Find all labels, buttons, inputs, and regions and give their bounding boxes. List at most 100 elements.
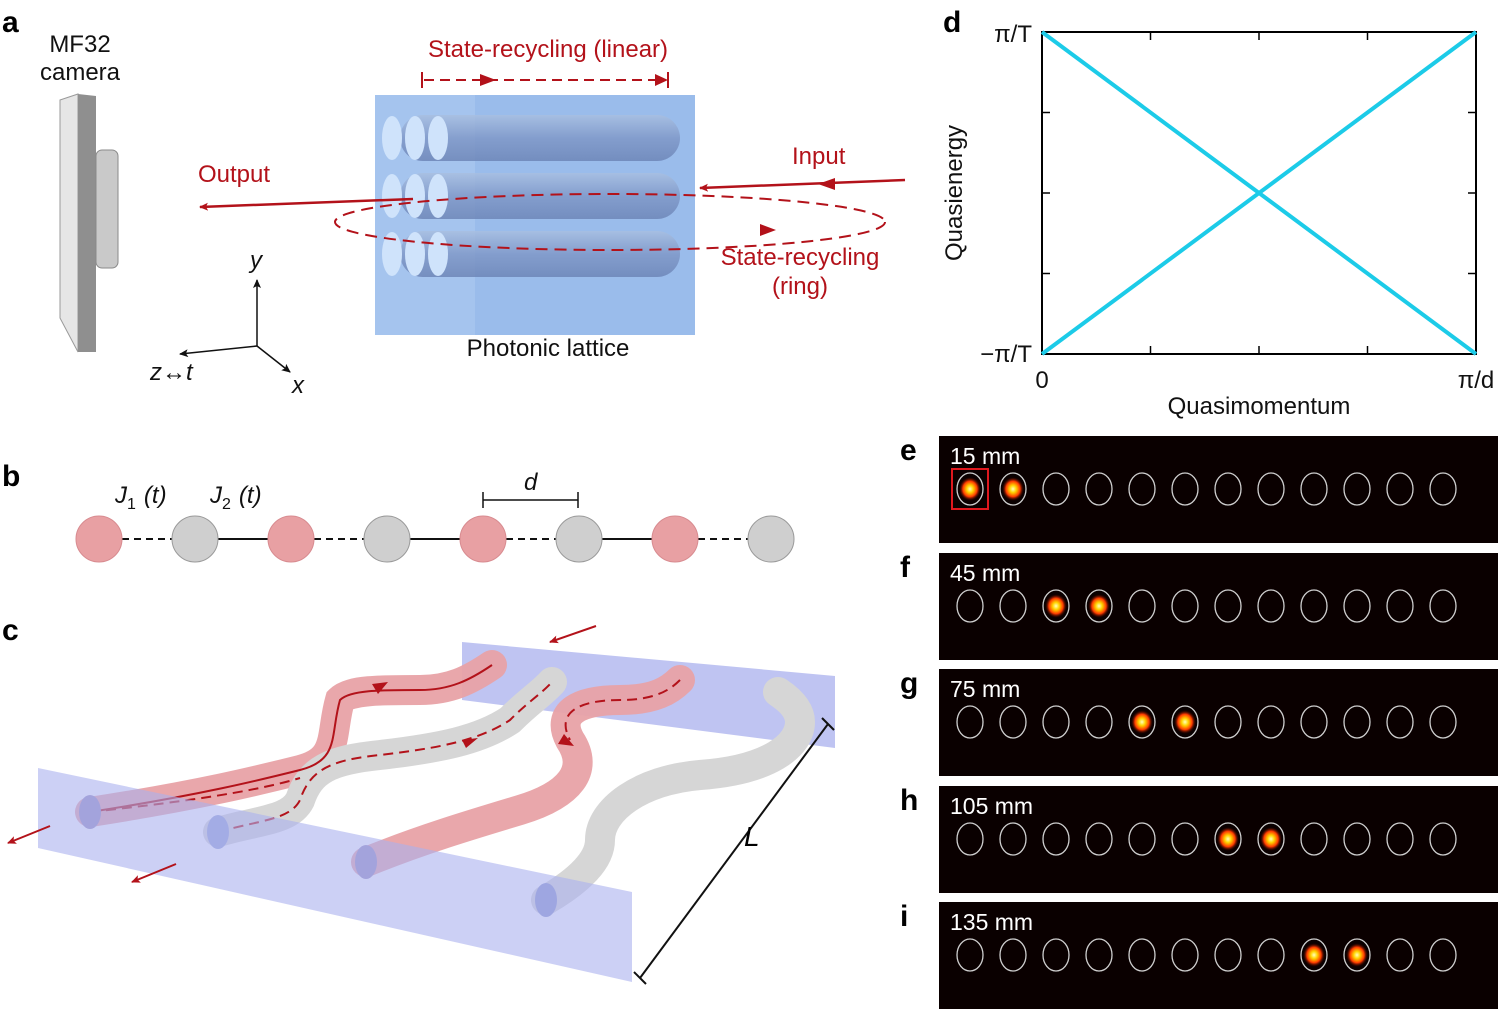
lattice-site xyxy=(747,515,795,563)
waveguide-outline xyxy=(1257,589,1285,623)
output-arrow-c-2 xyxy=(131,863,177,883)
waveguide-outline xyxy=(999,705,1027,739)
waveguide-outline xyxy=(1300,589,1328,623)
light-spot xyxy=(1131,710,1153,734)
camera-icon xyxy=(59,93,119,353)
waveguide-outline xyxy=(1386,472,1414,506)
waveguide-outline xyxy=(1171,938,1199,972)
panel-d-letter: d xyxy=(943,6,961,39)
camera-frame xyxy=(939,669,1498,776)
panel-c-letter: c xyxy=(2,614,19,647)
waveguide-outline xyxy=(1343,938,1371,972)
waveguide-outline xyxy=(1257,472,1285,506)
waveguide-outline xyxy=(1171,589,1199,623)
panel-a-letter: a xyxy=(2,6,19,39)
waveguide-outline xyxy=(956,472,984,506)
coordinate-axes xyxy=(179,279,291,373)
waveguide-outline xyxy=(1257,822,1285,856)
panel-b-letter: b xyxy=(2,460,20,493)
lattice-label: Photonic lattice xyxy=(467,335,630,362)
waveguide-outline xyxy=(1343,472,1371,506)
plot-ticks xyxy=(1042,32,1476,354)
waveguide-outline xyxy=(1386,589,1414,623)
light-spot xyxy=(959,477,981,501)
light-spot xyxy=(1174,710,1196,734)
waveguide-outline xyxy=(1128,938,1156,972)
output-arrow-c-1 xyxy=(7,825,51,844)
ring-recycling-arrowhead xyxy=(760,224,776,236)
waveguide-outline xyxy=(1300,705,1328,739)
tube-4 xyxy=(531,677,816,915)
waveguide-outline xyxy=(1429,589,1457,623)
y-tick-bottom: −π/T xyxy=(980,341,1032,368)
waveguide-outline xyxy=(1085,589,1113,623)
waveguide-outline xyxy=(1429,705,1457,739)
waveguide-outline xyxy=(1171,472,1199,506)
camera-frame xyxy=(939,436,1498,543)
panel-h-letter: h xyxy=(900,784,918,817)
camera-label-line1: MF32 xyxy=(49,31,110,58)
panel-a: a MF32 camera xyxy=(2,6,906,399)
coupling-j2-label: J2(t) xyxy=(209,482,262,513)
propagation-distance-label: 105 mm xyxy=(950,793,1033,819)
panel-g-letter: g xyxy=(900,667,918,700)
x-tick-right: π/d xyxy=(1458,367,1495,394)
lattice-site xyxy=(555,515,603,563)
waveguide-outline xyxy=(1042,938,1070,972)
y-axis-label: Quasienergy xyxy=(941,125,968,261)
length-label: L xyxy=(744,821,760,852)
series-line-2 xyxy=(1040,30,1478,356)
waveguide-outline xyxy=(999,938,1027,972)
panel-f-letter: f xyxy=(900,551,911,584)
lattice-site xyxy=(267,515,315,563)
waveguide-outline xyxy=(1171,705,1199,739)
light-spot xyxy=(1045,594,1067,618)
camera-label-line2: camera xyxy=(40,59,121,86)
waveguide-outline xyxy=(1214,705,1242,739)
waveguide-outline xyxy=(1214,822,1242,856)
light-spot xyxy=(1346,943,1368,967)
propagation-distance-label: 75 mm xyxy=(950,676,1020,702)
coupling-j1-label: J1(t) xyxy=(114,482,167,513)
waveguide-outline xyxy=(1042,822,1070,856)
front-plane xyxy=(38,768,632,982)
light-spot xyxy=(1002,477,1024,501)
waveguide-outline xyxy=(1429,472,1457,506)
recycle-ring-label-line1: State-recycling xyxy=(721,244,880,271)
waveguide-outline xyxy=(1042,472,1070,506)
waveguide-outline xyxy=(1257,705,1285,739)
plot-series xyxy=(1040,30,1478,356)
waveguide-outline xyxy=(1343,705,1371,739)
axis-x-label: x xyxy=(291,372,305,399)
waveguide-outline xyxy=(1214,472,1242,506)
frame-h: h 105 mm xyxy=(900,784,1498,893)
waveguide-outline xyxy=(1128,822,1156,856)
length-bar xyxy=(639,723,829,979)
waveguide-outline xyxy=(1214,938,1242,972)
length-bar-tick-bottom xyxy=(633,971,647,985)
waveguide-outline xyxy=(1429,822,1457,856)
length-bar-tick-top xyxy=(821,717,835,731)
waveguide-outline xyxy=(1085,472,1113,506)
panel-d: d π/T −π/T 0 π/d Quasimomentum Quasiener… xyxy=(941,6,1494,420)
linear-recycling-arrow xyxy=(421,72,669,88)
waveguide-outline xyxy=(1300,938,1328,972)
waveguide-outline xyxy=(1085,705,1113,739)
panel-c: c xyxy=(2,614,835,985)
light-spot xyxy=(1260,827,1282,851)
lattice-site xyxy=(75,515,123,563)
waveguide-outline xyxy=(1085,938,1113,972)
waveguide-outline xyxy=(1085,822,1113,856)
waveguide-outline xyxy=(999,589,1027,623)
waveguide-outline xyxy=(956,705,984,739)
highlight-box xyxy=(951,468,989,510)
light-spot xyxy=(1088,594,1110,618)
output-beam-arrow xyxy=(199,197,414,211)
waveguide-outline xyxy=(1171,822,1199,856)
lattice-site xyxy=(363,515,411,563)
spacing-d-label: d xyxy=(524,469,538,496)
waveguide-outline xyxy=(1042,589,1070,623)
